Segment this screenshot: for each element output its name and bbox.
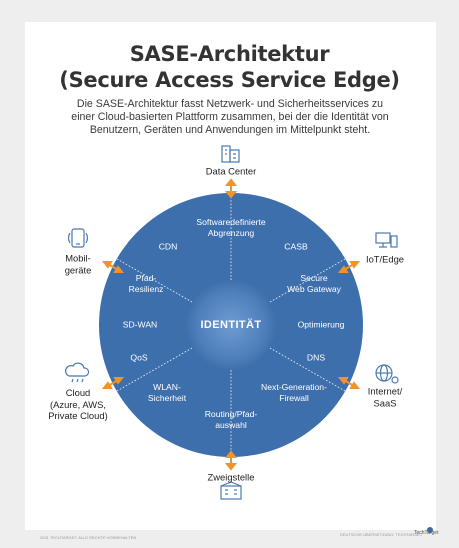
arrow-mobile [101,261,125,273]
endpoint-data-center: Data Center [205,165,257,177]
arrow-datacenter [224,178,238,199]
connection-arrows [101,178,361,471]
service-sd-wan: SD-WAN [122,319,158,330]
service-qos: QoS [130,352,148,363]
identity-circle [186,280,276,370]
service-dns: DNS [306,352,326,363]
building-icon [221,145,240,163]
cloud-icon [65,362,90,383]
title-line-2: (Secure Access Service Edge) [59,68,400,92]
service-cdn: CDN [158,241,178,252]
techtarget-logo-icon [427,527,433,533]
title-line-1: SASE-Architektur [129,42,330,66]
service-ngfw: Next-Generation-Firewall [261,382,327,403]
tablet-icon [67,228,89,248]
endpoint-internet-saas: Internet/SaaS [367,385,403,409]
endpoint-cloud: Cloud(Azure, AWS,Private Cloud) [48,386,108,421]
service-optimization: Optimierung [297,319,345,330]
arrow-branch [224,450,238,471]
arrow-iot [337,261,361,273]
endpoint-iot-edge: IoT/Edge [365,253,405,265]
service-path-resilience: Pfad-Resilienz [128,273,164,294]
service-casb: CASB [284,241,308,252]
footer-copyright: 2021 TECHTARGET. ALLE RECHTE VORBEHALTEN [40,535,137,540]
arrow-internet [337,377,361,389]
service-wlan-security: WLAN-Sicherheit [147,382,187,403]
endpoint-branch-office: Zweigstelle [207,471,255,483]
office-building-icon [220,481,242,500]
identity-label: IDENTITÄT [200,319,262,331]
endpoint-mobile-devices: Mobil-geräte [64,252,92,276]
arrow-cloud [101,377,125,389]
globe-icon [375,364,399,384]
subtitle: Die SASE-Architektur fasst Netzwerk- und… [71,98,389,136]
spokes [116,193,346,457]
computer-icon [375,232,398,248]
service-routing: Routing/Pfad-auswahl [204,409,258,430]
brand-logo: TechTarget [414,530,439,536]
footer-translation: DEUTSCHE ÜBERSETZUNG: TECHTARGET [340,532,423,537]
